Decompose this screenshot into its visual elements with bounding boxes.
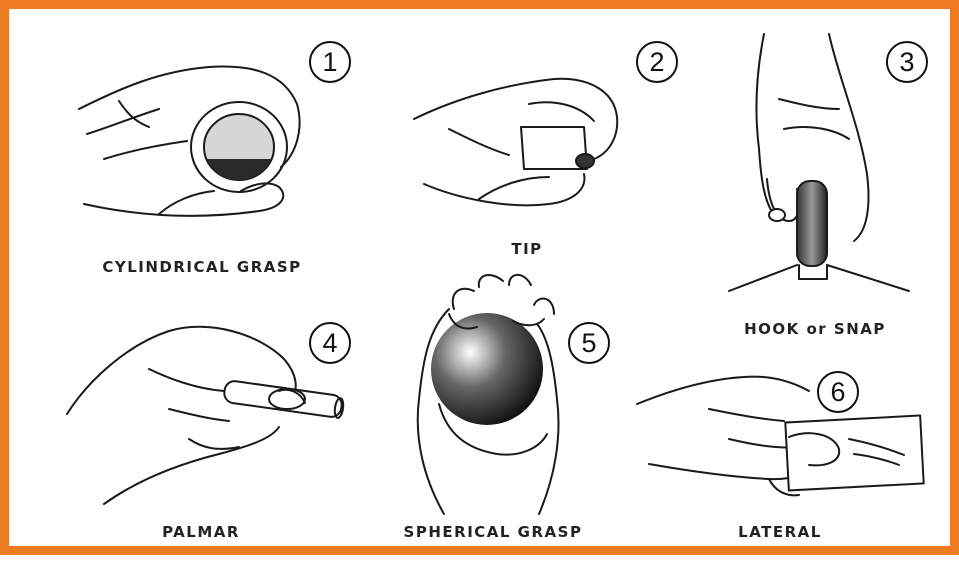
grasp-number-6: 6 — [817, 371, 859, 413]
grasp-label-tip: TIP — [511, 240, 542, 258]
grasp-number-4: 4 — [309, 322, 351, 364]
grasp-illustrations — [9, 9, 959, 564]
grasp-label-palmar: PALMAR — [162, 523, 240, 541]
lateral-grasp-illustration — [637, 377, 924, 496]
hook-grasp-illustration — [729, 34, 909, 291]
cylindrical-grasp-illustration — [79, 66, 300, 215]
grasp-number-2: 2 — [636, 41, 678, 83]
spherical-grasp-illustration — [418, 275, 559, 514]
grasp-label-hook: HOOK or SNAP — [744, 320, 886, 338]
grasp-number-5: 5 — [568, 322, 610, 364]
palmar-grasp-illustration — [67, 327, 344, 504]
grasp-number-1: 1 — [309, 41, 351, 83]
grasp-label-cylindrical: CYLINDRICAL GRASP — [102, 258, 301, 276]
grasp-label-lateral: LATERAL — [738, 523, 822, 541]
grasp-label-spherical: SPHERICAL GRASP — [404, 523, 583, 541]
tip-grasp-illustration — [414, 79, 617, 205]
grasp-number-3: 3 — [886, 41, 928, 83]
